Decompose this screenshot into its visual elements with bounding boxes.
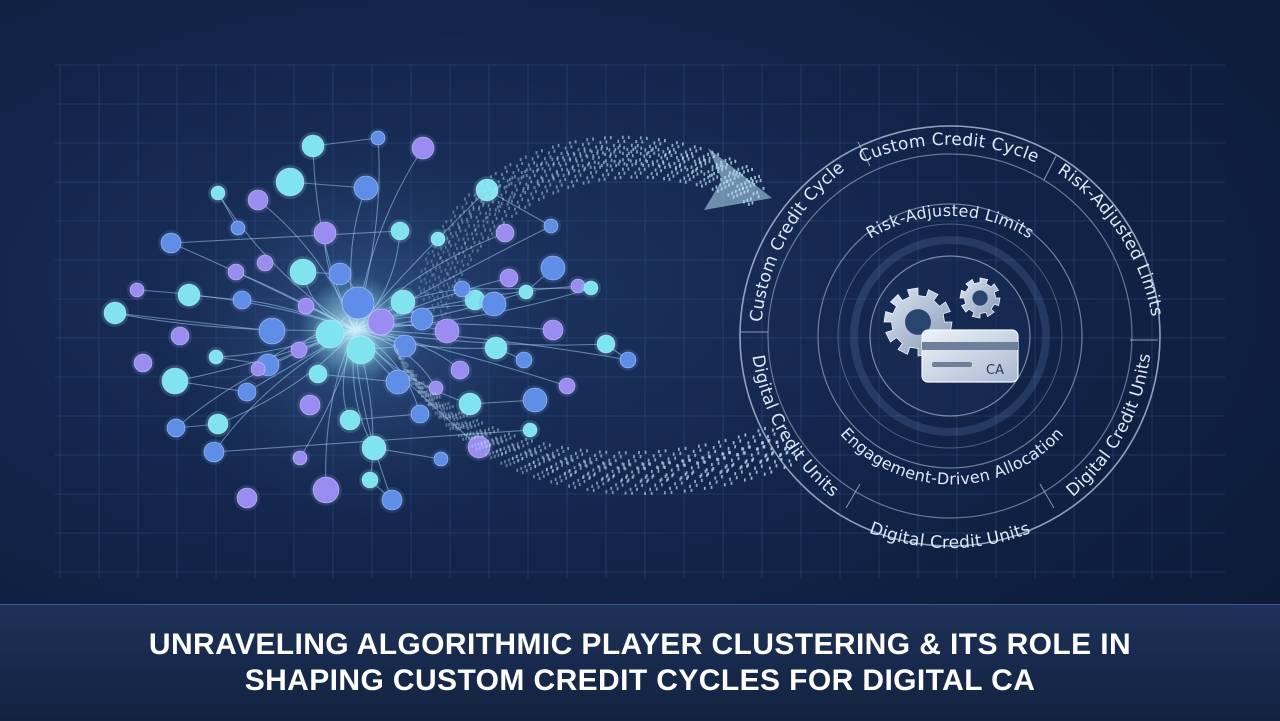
cluster-node: [393, 334, 417, 358]
cluster-node: [453, 280, 471, 298]
cluster-node: [203, 441, 225, 463]
ring-label-outer-right: Risk-Adjusted Limits: [1054, 160, 1167, 318]
title-line-2: SHAPING CUSTOM CREDIT CYCLES FOR DIGITAL…: [244, 664, 1036, 697]
cluster-node: [558, 377, 576, 395]
cluster-node: [467, 435, 491, 459]
cluster-node: [346, 335, 376, 365]
cluster-node: [542, 319, 564, 341]
cluster-node: [353, 175, 379, 201]
cluster-node: [308, 364, 328, 384]
cluster-node: [250, 361, 266, 377]
cluster-node: [256, 254, 274, 272]
cluster-node: [237, 382, 257, 402]
cluster-node: [499, 268, 519, 288]
cluster-node: [315, 319, 345, 349]
cluster-node: [207, 413, 229, 435]
cluster-node: [583, 280, 599, 296]
cluster-node: [301, 134, 325, 158]
cluster-node: [596, 334, 616, 354]
curved-arrow-icon: [393, 135, 797, 496]
cluster-node: [170, 326, 190, 346]
arrow-head: [704, 148, 772, 210]
cluster-node: [450, 360, 470, 380]
cluster-node: [275, 167, 305, 197]
cluster-node: [361, 435, 387, 461]
cluster-node: [129, 282, 145, 298]
cluster-node: [299, 394, 321, 416]
cluster-node: [481, 291, 507, 317]
cluster-core-glow: [300, 275, 410, 385]
cluster-node: [434, 318, 460, 344]
cluster-node: [430, 231, 446, 247]
cluster-node: [495, 223, 515, 243]
cluster-node: [247, 189, 269, 211]
cluster-node: [177, 283, 201, 307]
cluster-node: [518, 284, 534, 300]
cluster-node: [390, 289, 416, 315]
card-label: CA: [986, 363, 1004, 378]
cluster-node: [367, 308, 395, 336]
cluster-node: [339, 409, 361, 431]
cluster-node: [208, 349, 224, 365]
cluster-node: [484, 336, 508, 360]
cluster-node: [410, 307, 434, 331]
credit-card-icon: CA: [921, 329, 1019, 383]
cluster-node: [361, 471, 379, 489]
cluster-node: [411, 136, 435, 160]
cluster-node: [515, 351, 533, 369]
cluster-node: [428, 380, 444, 396]
cluster-node: [390, 221, 410, 241]
cluster-node: [328, 262, 352, 286]
cluster-node: [236, 487, 258, 509]
cluster-node: [433, 451, 449, 467]
cluster-node: [540, 255, 566, 281]
cluster-node: [230, 220, 246, 236]
network-cluster-icon: [101, 128, 639, 513]
cluster-node: [370, 130, 386, 146]
cluster-node: [289, 258, 317, 286]
cluster-node: [522, 387, 548, 413]
cluster-node: [385, 369, 411, 395]
cluster-node: [410, 404, 430, 424]
cluster-node: [312, 476, 340, 504]
cluster-node: [297, 297, 315, 315]
cluster-node: [543, 218, 559, 234]
cluster-node: [619, 351, 637, 369]
cluster-node: [258, 317, 286, 345]
cluster-node: [210, 185, 226, 201]
cluster-node: [103, 301, 127, 325]
cluster-node: [475, 178, 499, 202]
cluster-node: [381, 489, 403, 511]
title-banner: UNRAVELING ALGORITHMIC PLAYER CLUSTERING…: [0, 604, 1280, 721]
cluster-node: [290, 341, 308, 359]
cluster-node: [232, 290, 252, 310]
cluster-node: [161, 367, 189, 395]
cluster-node: [133, 353, 153, 373]
cluster-node: [166, 418, 186, 438]
title-line-1: UNRAVELING ALGORITHMIC PLAYER CLUSTERING…: [148, 628, 1132, 661]
cluster-node: [227, 263, 245, 281]
ring-label-outer-bottom: Digital Credit Units: [867, 518, 1033, 553]
cluster-node: [160, 232, 182, 254]
cluster-node: [313, 221, 337, 245]
cluster-node: [458, 392, 482, 416]
cluster-node: [341, 286, 375, 320]
cluster-node: [292, 450, 308, 466]
cluster-node: [522, 422, 538, 438]
